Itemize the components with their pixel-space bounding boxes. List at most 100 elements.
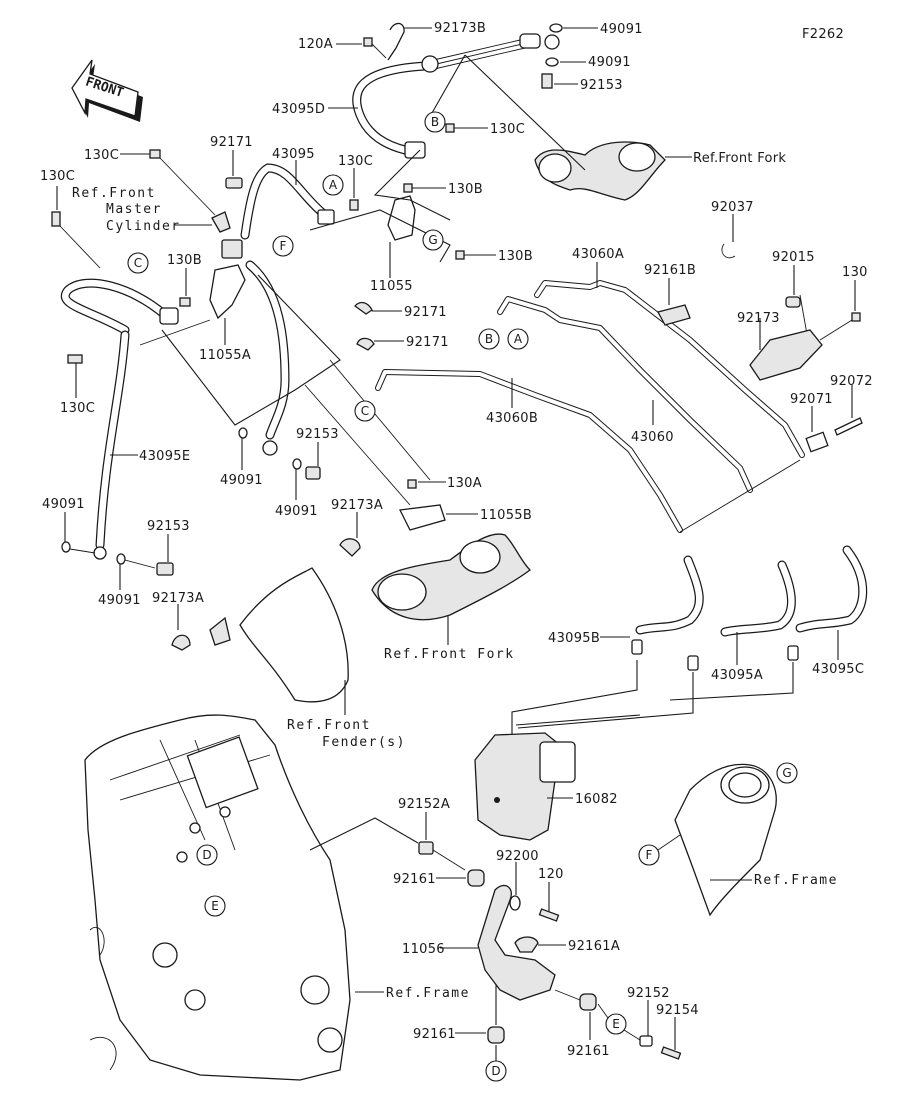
label-92173A-a[interactable]: 92173A: [331, 498, 383, 513]
label-92153-b[interactable]: 92153: [296, 427, 339, 442]
bolt-130C-c: [349, 199, 359, 211]
label-92153-c[interactable]: 92153: [147, 519, 190, 534]
label-92152[interactable]: 92152: [627, 986, 670, 1001]
bracket-11055A: [209, 264, 246, 320]
front-fork-top-bracket: [534, 141, 666, 201]
label-130B-c[interactable]: 130B: [498, 249, 533, 264]
label-92072[interactable]: 92072: [830, 374, 873, 389]
label-120A[interactable]: 120A: [298, 37, 333, 52]
bolt-130C-a: [149, 149, 161, 159]
label-92171-a[interactable]: 92171: [210, 135, 253, 150]
front-direction-arrow: FRONT: [71, 59, 143, 122]
frame-steering-head: [674, 763, 777, 917]
label-92161A[interactable]: 92161A: [568, 939, 620, 954]
label-43095A[interactable]: 43095A: [711, 668, 763, 683]
brake-hose-43095B: [631, 555, 704, 655]
label-49091-f[interactable]: 49091: [98, 593, 141, 608]
callout-f-top: [272, 235, 294, 257]
label-ref-master-3[interactable]: Cylinder: [106, 219, 181, 234]
label-43095D[interactable]: 43095D: [272, 102, 325, 117]
clip-92037: [721, 243, 736, 259]
label-92200[interactable]: 92200: [496, 849, 539, 864]
label-43095[interactable]: 43095: [272, 147, 315, 162]
label-ref-frame-left[interactable]: Ref.Frame: [386, 986, 470, 1001]
callout-e-bracket: [605, 1013, 627, 1035]
washer-49091-top: [549, 23, 563, 33]
label-43060B[interactable]: 43060B: [486, 411, 538, 426]
label-130B-a[interactable]: 130B: [167, 253, 202, 268]
label-92071[interactable]: 92071: [790, 392, 833, 407]
label-49091-top[interactable]: 49091: [600, 22, 643, 37]
label-11055A[interactable]: 11055A: [199, 348, 251, 363]
bolt-130B-a: [179, 297, 191, 307]
label-92015[interactable]: 92015: [772, 250, 815, 265]
washer-49091-mid: [545, 57, 559, 67]
callout-g-frame-text: G: [782, 766, 791, 780]
label-49091-d[interactable]: 49091: [275, 504, 318, 519]
label-130[interactable]: 130: [842, 265, 868, 280]
label-43095C[interactable]: 43095C: [812, 662, 864, 677]
washer-92200: [509, 895, 521, 911]
label-43095B[interactable]: 43095B: [548, 631, 600, 646]
label-130C-c[interactable]: 130C: [338, 154, 373, 169]
callout-a-pipe-text: A: [514, 332, 523, 346]
label-92152A[interactable]: 92152A: [398, 797, 450, 812]
banjo-bolt-92153-c: [156, 562, 174, 576]
label-92173A-b[interactable]: 92173A: [152, 591, 204, 606]
callout-e-frame-text: E: [211, 899, 219, 913]
label-ref-front-fork-bottom[interactable]: Ref.Front Fork: [384, 647, 515, 662]
brake-pipe-43060: [497, 296, 753, 493]
collar-92152A: [418, 841, 434, 855]
brake-hose-43095C: [787, 545, 868, 661]
label-43060A[interactable]: 43060A: [572, 247, 624, 262]
label-130C-a[interactable]: 130C: [84, 148, 119, 163]
label-92161-c[interactable]: 92161: [567, 1044, 610, 1059]
callout-g-top-text: G: [428, 233, 437, 247]
label-92173[interactable]: 92173: [737, 311, 780, 326]
label-11056[interactable]: 11056: [402, 942, 445, 957]
label-120[interactable]: 120: [538, 867, 564, 882]
grommet-92161-a: [467, 869, 485, 887]
bolt-130: [851, 312, 861, 322]
label-ref-master-2[interactable]: Master: [106, 202, 162, 217]
bolt-130B-c: [455, 250, 465, 260]
label-ref-front-fender-1[interactable]: Ref.Front: [287, 718, 371, 733]
label-130C-d[interactable]: 130C: [40, 169, 75, 184]
label-43060[interactable]: 43060: [631, 430, 674, 445]
callout-c-pipe: [354, 400, 376, 422]
label-92154[interactable]: 92154: [656, 1003, 699, 1018]
grommet-92071: [805, 431, 829, 453]
label-ref-front-fork-top[interactable]: Ref.Front Fork: [693, 151, 786, 166]
label-92153-top[interactable]: 92153: [580, 78, 623, 93]
label-130B-b[interactable]: 130B: [448, 182, 483, 197]
bolt-92154: [660, 1046, 682, 1060]
label-92161B[interactable]: 92161B: [644, 263, 696, 278]
label-92171-b[interactable]: 92171: [404, 305, 447, 320]
label-49091-e[interactable]: 49091: [42, 497, 85, 512]
label-ref-frame-right[interactable]: Ref.Frame: [754, 873, 838, 888]
master-cylinder-fitting: [211, 211, 231, 233]
label-11055B[interactable]: 11055B: [480, 508, 532, 523]
washer-49091-d: [292, 458, 302, 470]
callout-d-frame-text: D: [202, 848, 211, 862]
callout-c-pipe-text: C: [361, 404, 369, 418]
grommet-92161A: [514, 936, 539, 953]
label-130C-b[interactable]: 130C: [490, 122, 525, 137]
label-92173B[interactable]: 92173B: [434, 21, 486, 36]
label-92161-a[interactable]: 92161: [393, 872, 436, 887]
label-130C-e[interactable]: 130C: [60, 401, 95, 416]
callout-a-pipe: [507, 328, 529, 350]
label-49091-mid[interactable]: 49091: [588, 55, 631, 70]
label-49091-c[interactable]: 49091: [220, 473, 263, 488]
label-92171-c[interactable]: 92171: [406, 335, 449, 350]
label-92037[interactable]: 92037: [711, 200, 754, 215]
label-43095E[interactable]: 43095E: [139, 449, 190, 464]
label-11055[interactable]: 11055: [370, 279, 413, 294]
clamp-92173A-b: [171, 634, 191, 651]
label-16082[interactable]: 16082: [575, 792, 618, 807]
label-ref-master-1[interactable]: Ref.Front: [72, 186, 156, 201]
label-ref-front-fender-2[interactable]: Fender(s): [322, 735, 406, 750]
label-130A[interactable]: 130A: [447, 476, 482, 491]
callout-e-frame: [204, 895, 226, 917]
label-92161-b[interactable]: 92161: [413, 1027, 456, 1042]
